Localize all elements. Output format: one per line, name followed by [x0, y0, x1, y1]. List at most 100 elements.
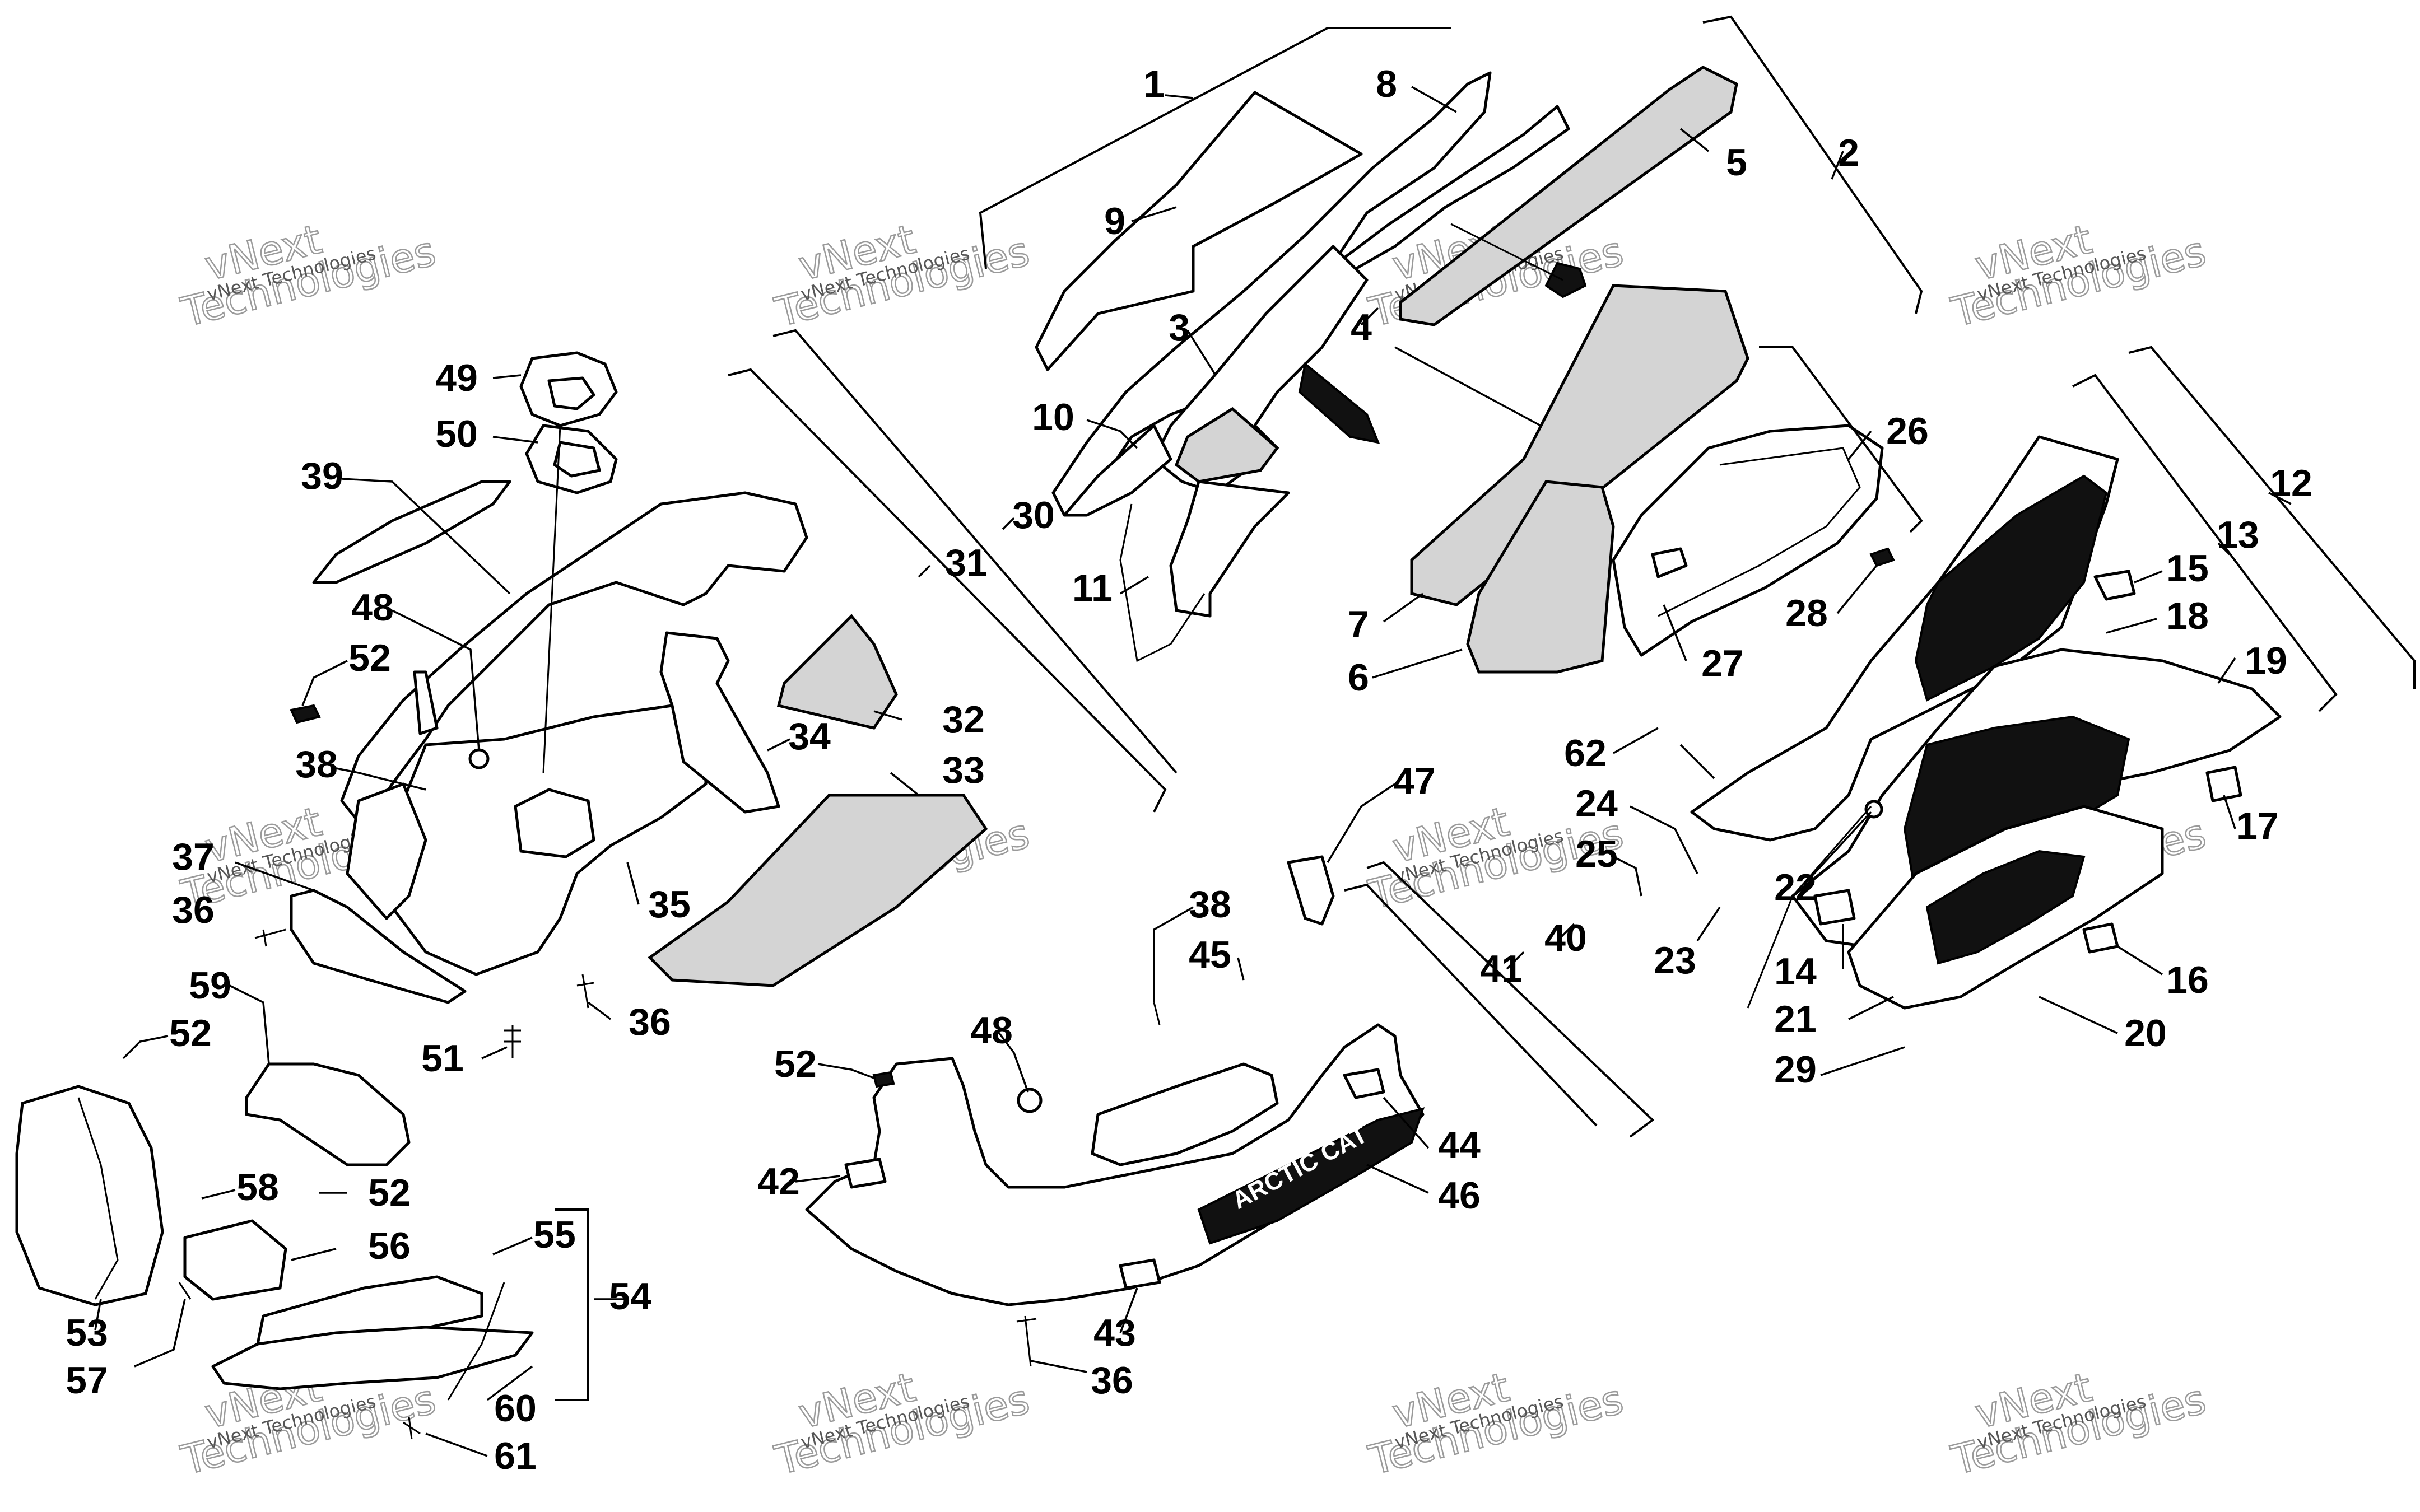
- block-58: [183, 1219, 287, 1301]
- console-opening: [514, 788, 595, 858]
- screw-51: [504, 1025, 521, 1058]
- clip-38b: [1153, 1002, 1161, 1025]
- callout-56: 56: [368, 1225, 411, 1267]
- callout-42: 42: [757, 1160, 800, 1203]
- decal-42: [844, 1158, 887, 1189]
- leader-lines: [94, 86, 2292, 1457]
- leader-37: [235, 861, 314, 892]
- callout-6: 6: [1348, 656, 1369, 699]
- leader-36c: [1030, 1360, 1087, 1373]
- bracket-26: [1759, 346, 1923, 533]
- console-leader-vertical: [542, 425, 561, 773]
- callout-48-lower: 48: [970, 1009, 1013, 1052]
- leader-60: [486, 1365, 533, 1401]
- cover-inner-line: [1658, 447, 1861, 617]
- cover-53-inner: [77, 1097, 119, 1300]
- callout-36-belly: 36: [1091, 1359, 1133, 1402]
- leader-62: [1613, 727, 1659, 754]
- black-insert: [1298, 362, 1380, 444]
- gasket-49-inner: [547, 376, 595, 410]
- callout-37: 37: [172, 836, 215, 878]
- leader-48b: [996, 1029, 1029, 1093]
- callout-32: 32: [942, 698, 985, 741]
- leader-36: [587, 1001, 612, 1020]
- belly-pan-assembly: ARCTIC CAT: [805, 855, 1425, 1367]
- leader-22: [1803, 811, 1872, 886]
- leader-27: [1663, 604, 1687, 661]
- decal-14: [1813, 889, 1856, 926]
- side-cover-26: [1612, 424, 1895, 657]
- callout-14: 14: [1774, 950, 1817, 993]
- callout-18: 18: [2166, 595, 2209, 637]
- callout-49: 49: [435, 357, 478, 399]
- clip-28: [1869, 547, 1895, 567]
- screw-36: [576, 974, 594, 1009]
- callout-35: 35: [648, 883, 691, 926]
- callout-46: 46: [1438, 1174, 1481, 1217]
- assembly-brackets: [555, 15, 2416, 1401]
- callout-26: 26: [1886, 410, 1929, 452]
- callout-11: 11: [1072, 567, 1113, 609]
- leader-32: [873, 710, 902, 721]
- callout-13: 13: [2217, 514, 2259, 556]
- callout-60: 60: [494, 1387, 537, 1430]
- bracket-12: [2128, 346, 2416, 689]
- decal-16: [2082, 922, 2119, 954]
- leader-21: [1848, 996, 1894, 1020]
- foam-slab-7: [1410, 284, 1749, 606]
- foam-strip-5: [1399, 66, 1738, 326]
- callout-36: 36: [629, 1001, 671, 1043]
- cover-panel-27: [1612, 424, 1884, 657]
- callout-4: 4: [1351, 306, 1372, 349]
- callout-15: 15: [2166, 547, 2209, 590]
- callout-34: 34: [788, 715, 831, 758]
- grommet-48: [468, 748, 490, 769]
- callout-12: 12: [2270, 462, 2312, 505]
- callout-47: 47: [1393, 760, 1436, 802]
- leader-30: [1002, 517, 1015, 530]
- callout-5: 5: [1726, 141, 1747, 184]
- bracket-2: [1702, 15, 1923, 314]
- leader-28: [1836, 564, 1878, 614]
- bracket-1: [979, 27, 1451, 269]
- foam-patch-3: [1174, 407, 1279, 483]
- leader-29: [1820, 1046, 1905, 1076]
- callout-38: 38: [295, 743, 338, 786]
- callout-31: 31: [945, 542, 988, 584]
- bracket-30: [728, 368, 1167, 813]
- leader-11: [1120, 576, 1149, 595]
- decal-44: [1343, 1068, 1385, 1099]
- leader-23: [1696, 907, 1721, 941]
- callout-29: 29: [1774, 1048, 1817, 1091]
- decal-15: [2093, 570, 2136, 601]
- seat-cover-8: [1051, 71, 1492, 517]
- watermark: vNext Technologies vNext Technologies: [770, 1362, 1035, 1485]
- callout-10: 10: [1032, 396, 1074, 438]
- callout-43: 43: [1093, 1312, 1136, 1354]
- watermark: vNext Technologies vNext Technologies: [770, 214, 1035, 337]
- leader-55: [492, 1236, 533, 1256]
- callout-50: 50: [435, 413, 478, 455]
- leader-59: [229, 984, 270, 1065]
- leader-26: [1847, 430, 1872, 460]
- leader-39: [341, 478, 511, 595]
- callout-59: 59: [189, 964, 231, 1007]
- callout-54: 54: [609, 1275, 651, 1318]
- leader-4b: [1394, 346, 1541, 427]
- screw-61: [403, 1416, 421, 1440]
- leader-52d: [817, 1063, 874, 1079]
- callout-58: 58: [236, 1166, 279, 1208]
- callout-labels: 1 2 3 4 5 6 7 8 9 10 11 12 13 14 15 16 1…: [66, 63, 2312, 1477]
- leader-52b: [122, 1035, 169, 1060]
- graphic-20: [1925, 850, 2086, 965]
- leader-31: [918, 564, 931, 578]
- callout-48: 48: [351, 586, 394, 629]
- leader-56: [291, 1248, 337, 1261]
- bracket-31: [772, 329, 1178, 774]
- cover-vent-27: [1651, 547, 1688, 578]
- leader-40: [1556, 923, 1575, 942]
- trim-45: [1091, 1062, 1279, 1166]
- leader-2: [1831, 151, 1844, 180]
- clip-52b: [872, 1071, 895, 1088]
